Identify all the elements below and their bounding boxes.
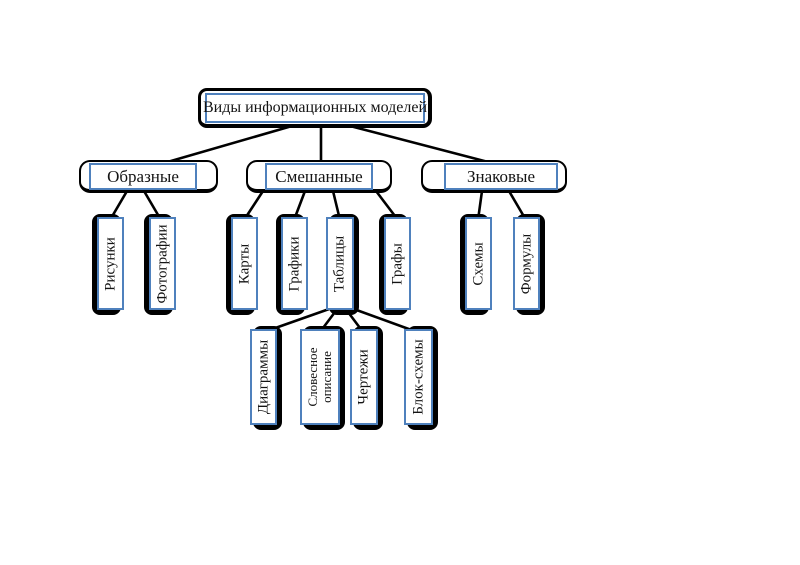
node-label: Диаграммы <box>255 339 271 415</box>
node-karty: Карты <box>226 214 258 315</box>
node-blok-shemy: Блок-схемы <box>404 326 438 430</box>
node-face: Фотографии <box>149 217 176 310</box>
node-znakovye: Знаковые <box>421 160 567 193</box>
node-face: Карты <box>231 217 258 310</box>
node-label: Блок-схемы <box>410 339 426 415</box>
node-label: Формулы <box>518 233 534 294</box>
node-face: Блок-схемы <box>404 329 433 425</box>
node-tablicy: Таблицы <box>326 214 359 315</box>
node-risunki: Рисунки <box>92 214 124 315</box>
node-face: Образные <box>89 163 197 190</box>
connector <box>348 124 494 165</box>
node-label: Чертежи <box>355 349 372 405</box>
node-fotografii: Фотографии <box>144 214 176 315</box>
node-label: Словесное описание <box>304 347 334 407</box>
node-face: Виды информационных моделей <box>202 93 428 123</box>
node-label: Знаковые <box>466 166 536 186</box>
node-formuly: Формулы <box>513 214 545 315</box>
node-label: Схемы <box>470 241 486 286</box>
node-face: Графики <box>281 217 308 310</box>
node-chertezhi: Чертежи <box>350 326 383 430</box>
node-root: Виды информационных моделей <box>198 88 432 128</box>
node-face: Чертежи <box>350 329 378 425</box>
node-face: Рисунки <box>97 217 124 310</box>
node-face: Таблицы <box>326 217 354 310</box>
node-grafiki: Графики <box>276 214 308 315</box>
node-face: Схемы <box>465 217 492 310</box>
node-shemy: Схемы <box>460 214 492 315</box>
node-label: Виды информационных моделей <box>202 99 428 116</box>
node-label: Графики <box>286 236 302 291</box>
connector <box>162 124 294 165</box>
node-face: Знаковые <box>444 163 558 190</box>
node-face: Диаграммы <box>250 329 277 425</box>
node-smeshannye: Смешанные <box>246 160 392 193</box>
node-label: Графы <box>389 242 405 285</box>
node-face: Графы <box>384 217 411 310</box>
node-label: Карты <box>236 243 252 284</box>
node-label: Образные <box>107 166 179 186</box>
node-grafy: Графы <box>379 214 411 315</box>
node-label: Фотографии <box>154 223 170 304</box>
node-label: Таблицы <box>331 235 348 292</box>
node-face: Смешанные <box>265 163 373 190</box>
node-slovesnoe-opisanie: Словесное описание <box>300 326 345 430</box>
node-face: Формулы <box>513 217 540 310</box>
node-obraznye: Образные <box>79 160 218 193</box>
connector <box>349 306 419 334</box>
node-label: Рисунки <box>102 236 118 291</box>
node-face: Словесное описание <box>300 329 340 425</box>
node-label: Смешанные <box>275 166 363 186</box>
node-diagrammy: Диаграммы <box>250 326 282 430</box>
